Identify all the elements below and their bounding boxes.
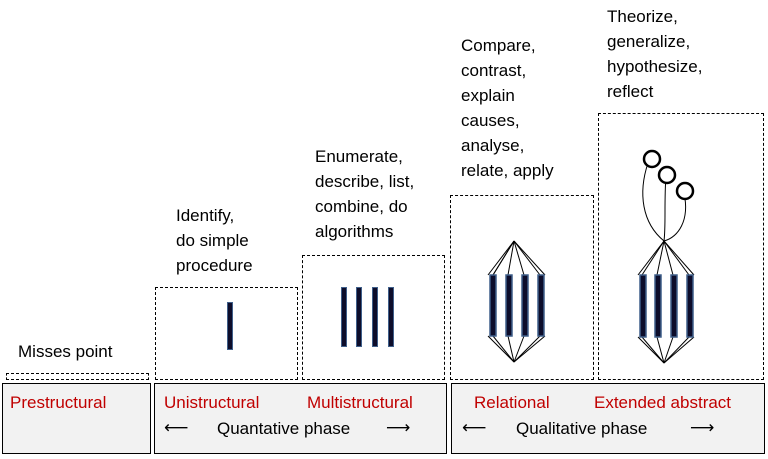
single-aspect-bar	[227, 302, 233, 350]
multistructural-description: Enumerate, describe, list, combine, do a…	[315, 147, 415, 241]
aspect-bar	[341, 287, 347, 347]
prestructural-description: Misses point	[18, 342, 113, 361]
unistructural-box	[155, 287, 298, 380]
aspect-bar	[685, 273, 694, 338]
quantitative-phase-label: Quantative phase	[217, 419, 351, 438]
extended-abstract-structure	[637, 149, 694, 363]
aspect-bar	[356, 287, 362, 347]
relational-box	[450, 195, 594, 380]
abstraction-node	[657, 165, 676, 184]
prestructural-label-box	[2, 383, 151, 454]
abstraction-node	[642, 149, 661, 168]
extended-abstract-label: Extended abstract	[594, 393, 732, 412]
multistructural-box	[302, 255, 445, 380]
left-arrow-icon: ⟵	[462, 418, 487, 438]
qualitative-phase-box	[451, 383, 765, 454]
aspect-bar	[638, 273, 647, 338]
aspect-bar	[488, 273, 497, 337]
relational-description: Compare, contrast, explain causes, analy…	[461, 36, 554, 180]
prestructural-label: Prestructural	[10, 393, 107, 412]
aspect-bar	[536, 273, 545, 337]
right-arrow-icon: ⟶	[690, 418, 715, 438]
extended-abstract-description: Theorize, generalize, hypothesize, refle…	[607, 7, 703, 101]
unistructural-label: Unistructural	[164, 393, 260, 412]
multistructural-label: Multistructural	[307, 393, 413, 412]
aspect-bar	[388, 287, 394, 347]
aspect-bar	[669, 273, 678, 338]
aspect-bar	[653, 273, 662, 338]
relational-label: Relational	[474, 393, 550, 412]
aspect-bar	[520, 273, 529, 337]
relational-structure	[487, 240, 545, 362]
unistructural-description: Identify, do simple procedure	[176, 206, 253, 275]
abstraction-node	[675, 181, 694, 200]
aspect-bar	[504, 273, 513, 337]
quantitative-phase-box	[154, 383, 447, 454]
aspect-bar	[372, 287, 378, 347]
prestructural-box	[6, 373, 149, 380]
right-arrow-icon: ⟶	[386, 418, 411, 438]
qualitative-phase-label: Qualitative phase	[516, 419, 648, 438]
left-arrow-icon: ⟵	[164, 418, 189, 438]
extended-abstract-box	[598, 113, 764, 380]
